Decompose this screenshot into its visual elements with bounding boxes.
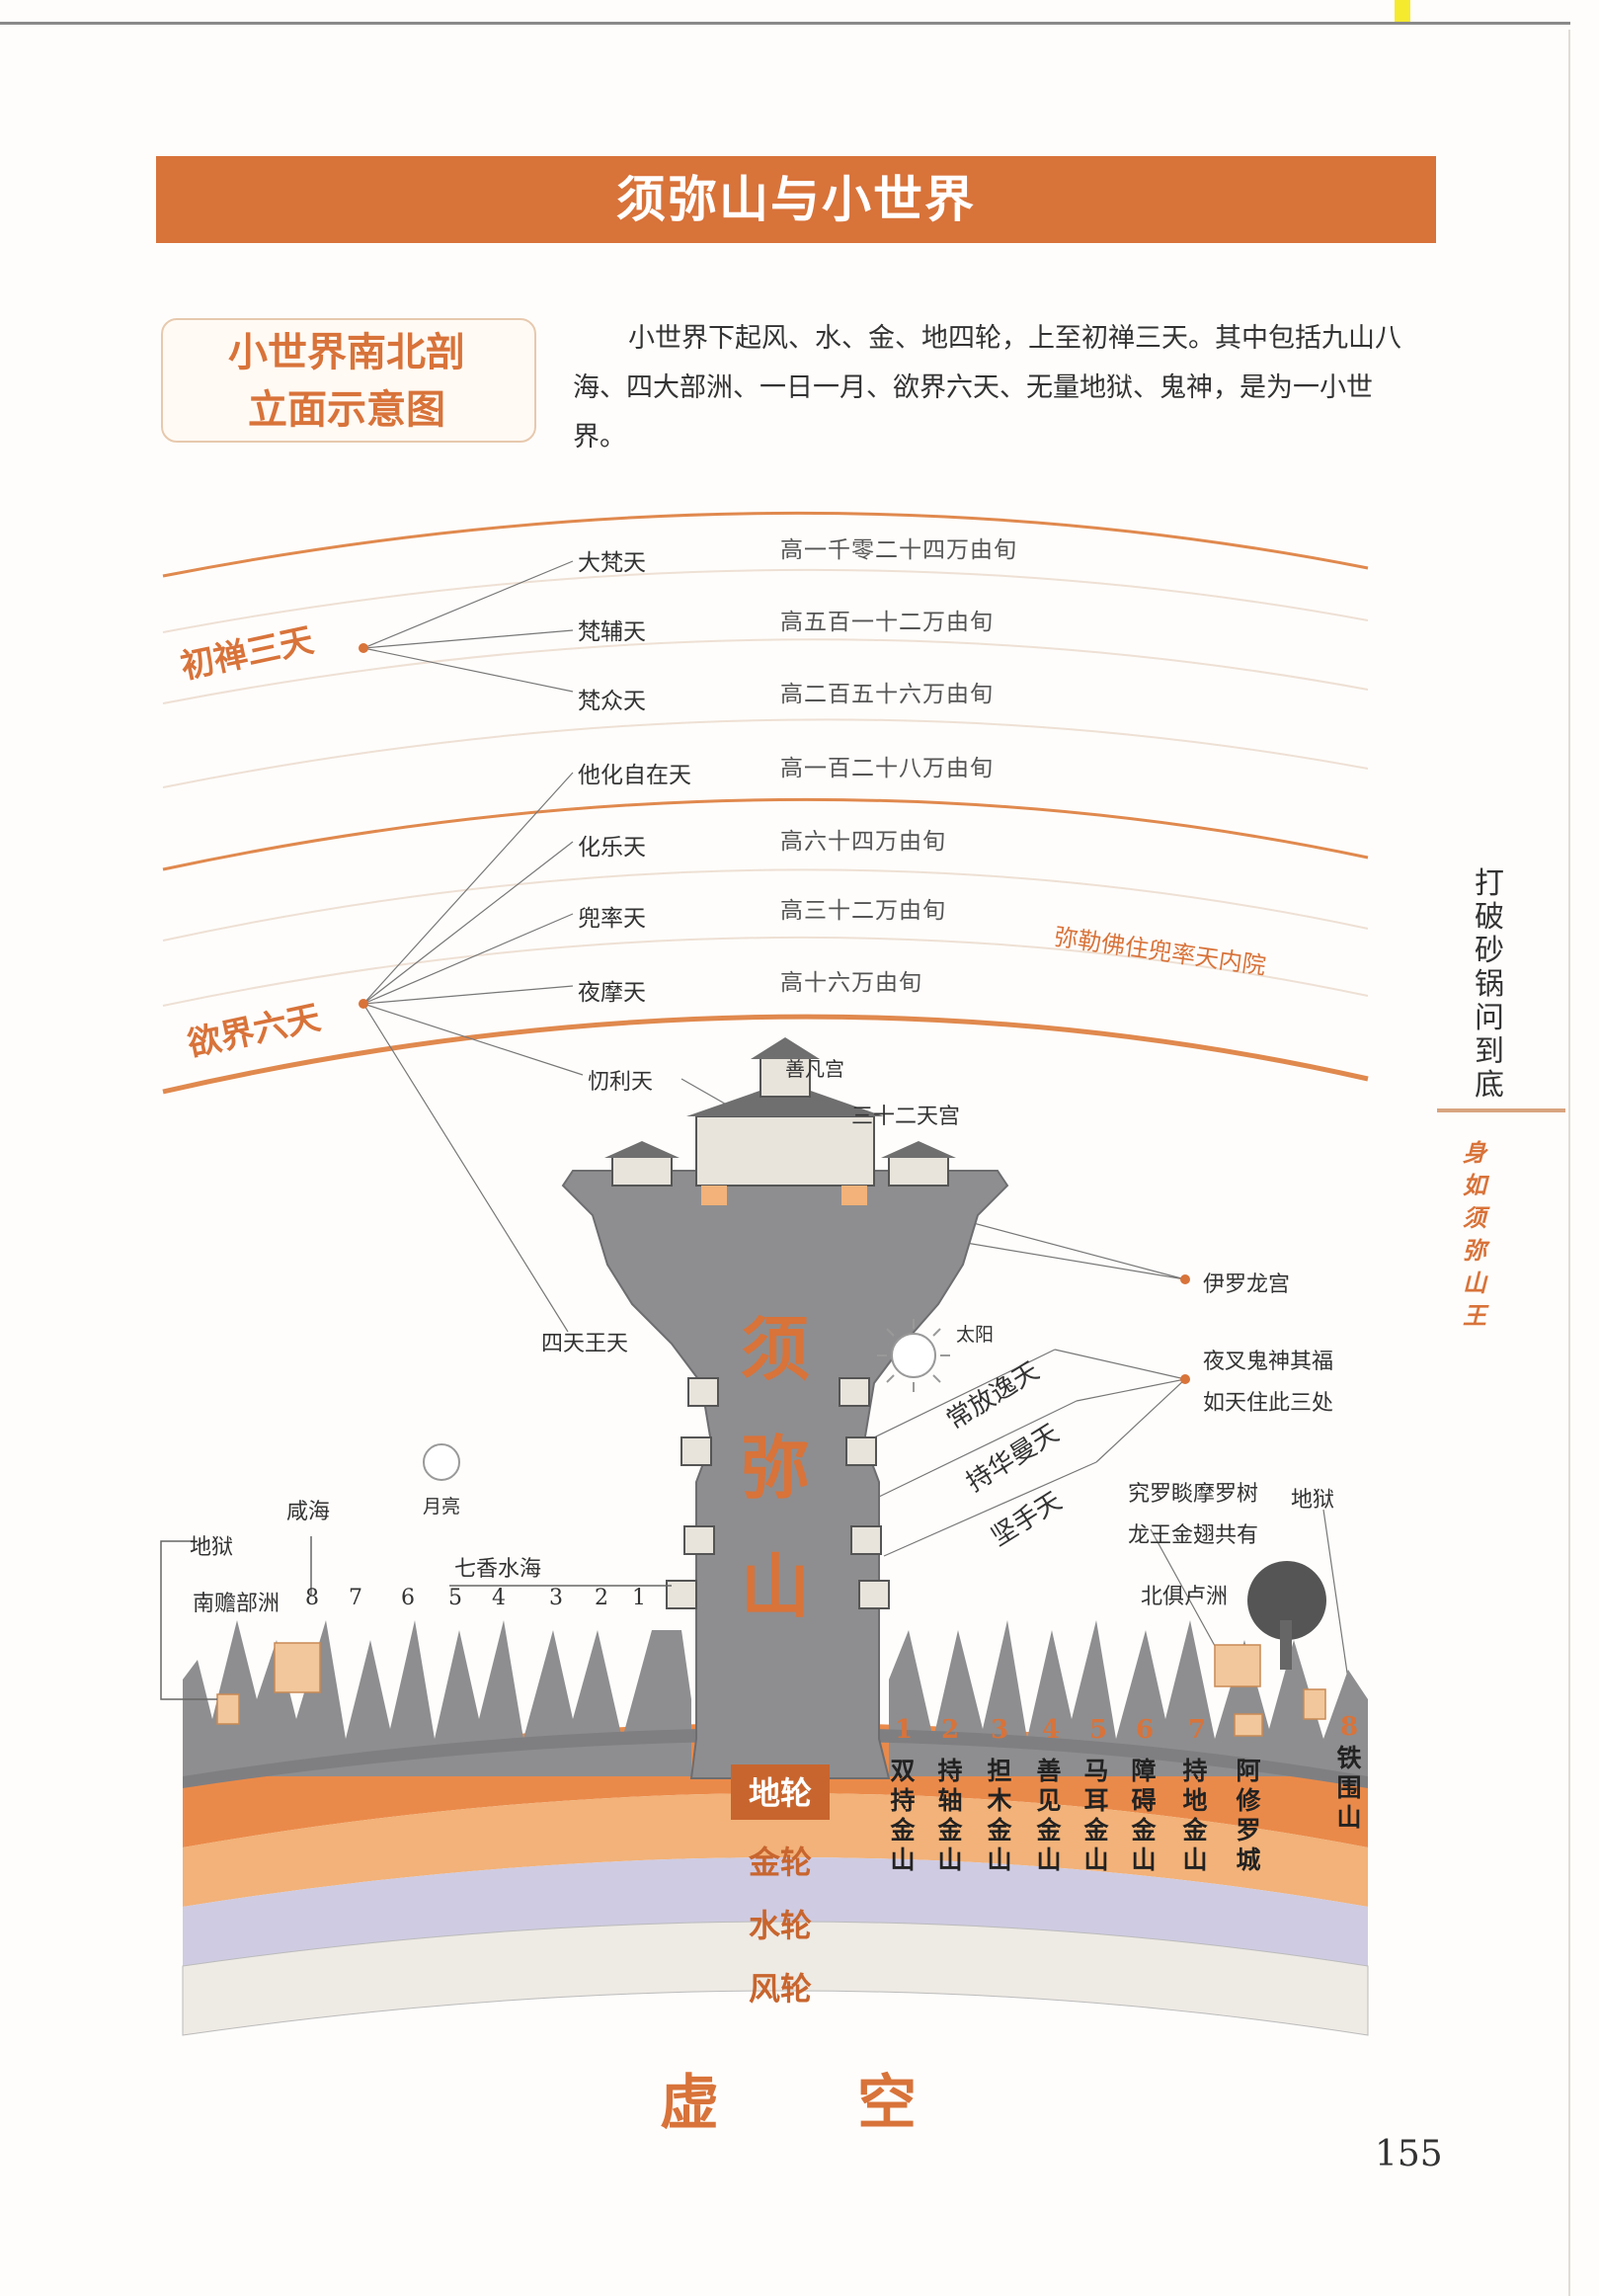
title-banner (156, 156, 1436, 243)
sidebar-subtitle: 身如须弥山王 (1463, 1138, 1486, 1330)
mountain-number: 5 (1089, 1715, 1108, 1745)
mountain-number: 3 (991, 1715, 1009, 1745)
mountain-name: 善见金山 (1036, 1757, 1062, 1874)
diagram-label: 小世界南北剖 立面示意图 (161, 318, 532, 439)
heaven-name: 梵辅天 (578, 619, 646, 645)
mountain-number: 4 (1042, 1715, 1061, 1745)
gold-wheel (183, 1793, 1368, 1907)
label-hell-right: 地狱 (1291, 1488, 1335, 1513)
mountain-name: 阿修罗城 (1236, 1757, 1261, 1874)
mountain-name: 障碍金山 (1131, 1757, 1157, 1874)
wind-wheel (182, 1921, 1369, 2036)
heaven-height: 高六十四万由旬 (780, 829, 946, 855)
label-hell-left: 地狱 (190, 1535, 234, 1560)
heaven-name: 兜率天 (578, 906, 646, 932)
arc-6 (162, 936, 1369, 1007)
heaven-height: 高三十二万由旬 (780, 898, 946, 924)
mountain-number: 7 (1188, 1715, 1207, 1745)
heaven-height: 高十六万由旬 (780, 970, 922, 996)
arc-3 (162, 718, 1369, 788)
yellow-marker (1395, 0, 1410, 22)
sea-number: 8 (305, 1586, 319, 1610)
earth-wheel-label-box (731, 1764, 830, 1820)
heaven-name: 他化自在天 (578, 763, 691, 788)
arc-1 (162, 568, 1369, 633)
page-title: 须弥山与小世界 (616, 170, 976, 228)
label-xianhai: 咸海 (286, 1500, 331, 1524)
heaven-height: 高五百一十二万由旬 (780, 610, 994, 635)
label-beiju: 北俱卢洲 (1141, 1585, 1229, 1609)
wind-wheel-label: 风轮 (748, 1970, 812, 2008)
mountain-number: 2 (941, 1715, 960, 1745)
heaven-name: 夜摩天 (578, 980, 646, 1006)
label-sitianwang: 四天王天 (541, 1332, 629, 1356)
label-moon: 月亮 (423, 1496, 461, 1517)
mountain-name: 铁围山 (1336, 1744, 1362, 1832)
mountain-name: 持地金山 (1182, 1757, 1208, 1874)
water-wheel-label: 水轮 (748, 1907, 812, 1944)
arc-2 (162, 638, 1369, 704)
label-shanfan: 善凡宫 (785, 1057, 844, 1081)
mountain-number: 6 (1136, 1715, 1155, 1745)
sea-number: 1 (632, 1586, 646, 1610)
mountain-name: 双持金山 (890, 1757, 916, 1874)
intro-paragraph: 小世界下起风、水、金、地四轮，上至初禅三天。其中包括九山八海、四大部洲、一日一月… (573, 323, 1401, 452)
earth-wheel-label: 地轮 (748, 1774, 812, 1812)
sea-number: 5 (448, 1586, 462, 1610)
sea-number: 2 (595, 1586, 608, 1610)
heaven-height: 高一千零二十四万由旬 (780, 537, 1017, 563)
label-qixiang: 七香水海 (454, 1557, 542, 1582)
heaven-name: 大梵天 (578, 550, 646, 576)
mountain-name: 马耳金山 (1083, 1757, 1109, 1874)
void-char-1: 虚 (660, 2069, 719, 2138)
mountain-name: 担木金山 (987, 1757, 1012, 1874)
heaven-height: 高二百五十六万由旬 (780, 682, 994, 707)
heaven-name: 化乐天 (578, 835, 646, 861)
gold-wheel-label: 金轮 (748, 1844, 812, 1881)
arc-5 (162, 868, 1369, 942)
label-nanzhan: 南赡部洲 (193, 1592, 280, 1616)
label-sun: 太阳 (956, 1324, 995, 1346)
label-trayastrimsa: 忉利天 (588, 1070, 654, 1095)
label-palaces: 三十二天宫 (851, 1105, 961, 1129)
page-number: 155 (1375, 2134, 1443, 2174)
arc-4 (162, 797, 1369, 871)
sea-number: 3 (549, 1586, 563, 1610)
arc-top (162, 511, 1369, 578)
sumeru-char-2: 弥 (741, 1427, 810, 1509)
diagram-label-box (161, 318, 536, 443)
heaven-height: 高一百二十八万由旬 (780, 756, 994, 781)
sea-number: 4 (492, 1586, 506, 1610)
sumeru-char-1: 须 (741, 1308, 810, 1390)
sidebar-title: 打破砂锅问到底 (1475, 866, 1504, 1103)
diagram-label-line2: 立面示意图 (248, 386, 445, 433)
water-wheel (183, 1857, 1368, 1966)
diagram-label-line1: 小世界南北剖 (228, 329, 465, 375)
mountain-number: 1 (895, 1715, 914, 1745)
sidebar-rule (1437, 1108, 1565, 1112)
label-yiluo: 伊罗龙宫 (1203, 1272, 1291, 1297)
label-tree-2: 龙王金翅共有 (1128, 1523, 1259, 1548)
sumeru-mountain (561, 1170, 1009, 1779)
sun-icon (877, 1319, 950, 1392)
sea-number: 6 (401, 1586, 415, 1610)
sea-number: 7 (349, 1586, 362, 1610)
page-edge (1568, 30, 1570, 2296)
mountain-number: 8 (1340, 1712, 1359, 1742)
heaven-name: 梵众天 (578, 689, 646, 714)
mountain-name: 持轴金山 (937, 1757, 963, 1874)
label-yaksha-1: 夜叉鬼神其福 (1203, 1350, 1334, 1374)
moon-icon (423, 1443, 460, 1481)
arc-7 (162, 1014, 1369, 1095)
label-tree-1: 究罗睒摩罗树 (1128, 1482, 1259, 1507)
label-yaksha-2: 如天住此三处 (1203, 1391, 1334, 1416)
sumeru-char-3: 山 (741, 1545, 810, 1627)
top-rule (0, 22, 1570, 25)
void-char-2: 空 (857, 2069, 917, 2138)
